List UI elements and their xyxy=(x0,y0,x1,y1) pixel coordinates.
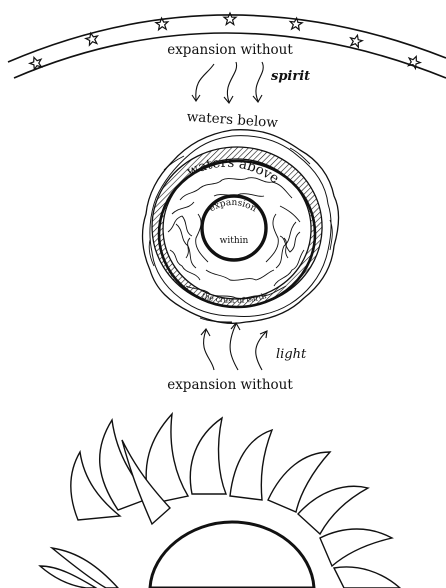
star-icon xyxy=(349,34,363,48)
light-label: light xyxy=(276,347,307,362)
bottom-expansion-label: expansion without xyxy=(167,377,293,393)
curved-arrow-icon xyxy=(256,332,266,370)
spirit-label: spirit xyxy=(271,69,310,84)
sun-disc xyxy=(150,522,314,588)
spirit-arrows xyxy=(192,62,263,103)
waters-below-label: waters below xyxy=(186,109,279,131)
curved-arrow-icon xyxy=(204,330,214,370)
curved-arrow-icon xyxy=(227,62,236,102)
curved-arrow-icon xyxy=(196,64,214,100)
sun-icon xyxy=(40,414,400,588)
star-icon xyxy=(28,55,43,70)
curved-arrow-icon xyxy=(230,324,238,370)
within-label: within xyxy=(220,236,249,246)
top-expansion-label: expansion without xyxy=(167,42,293,58)
light-arrows xyxy=(201,323,267,370)
